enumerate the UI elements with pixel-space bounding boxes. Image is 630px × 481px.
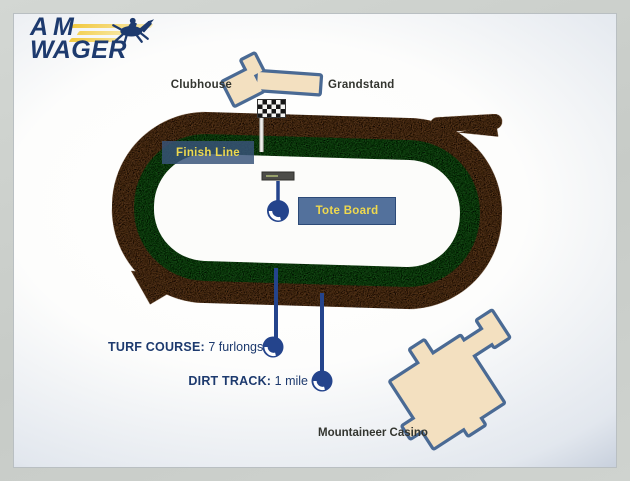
- logo-line-1: AM: [30, 13, 79, 41]
- grandstand-label: Grandstand: [328, 79, 395, 91]
- casino-label: Mountaineer Casino: [318, 427, 428, 439]
- dirt-track-value: 1 mile: [274, 374, 308, 388]
- racehorse-icon: [112, 17, 155, 44]
- turf-course-value: 7 furlongs: [208, 340, 264, 354]
- tote-board-icon: [261, 171, 295, 201]
- dirt-track-name: DIRT TRACK:: [188, 374, 272, 388]
- finish-line-label: Finish Line: [162, 141, 254, 164]
- tote-board-label: Tote Board: [298, 197, 396, 225]
- checkered-finish-flag-icon: [257, 99, 286, 118]
- amwager-logo: AM WAGER: [30, 13, 160, 74]
- turf-course-name: TURF COURSE:: [108, 340, 205, 354]
- tote-pin location-pin-icon: [267, 200, 289, 222]
- chute-spur: [457, 125, 499, 137]
- logo-text: AM WAGER: [30, 13, 127, 64]
- casino-shape: [388, 308, 512, 451]
- turf-pin location-pin-icon: [262, 336, 284, 358]
- clubhouse-grandstand-shape: [220, 51, 324, 108]
- dirt-track-label: DIRT TRACK: 1 mile: [183, 374, 308, 388]
- map-canvas: AM WAGER Clubhouse Grandstand Finish Lin…: [13, 13, 617, 468]
- logo-line-2: WAGER: [30, 36, 127, 64]
- clubhouse-label: Clubhouse: [170, 79, 232, 91]
- dirt-pin location-pin-icon: [311, 370, 333, 392]
- racetrack-diagram: [111, 51, 512, 451]
- turf-course-label: TURF COURSE: 7 furlongs: [108, 340, 263, 354]
- dirt-chute: [430, 114, 503, 133]
